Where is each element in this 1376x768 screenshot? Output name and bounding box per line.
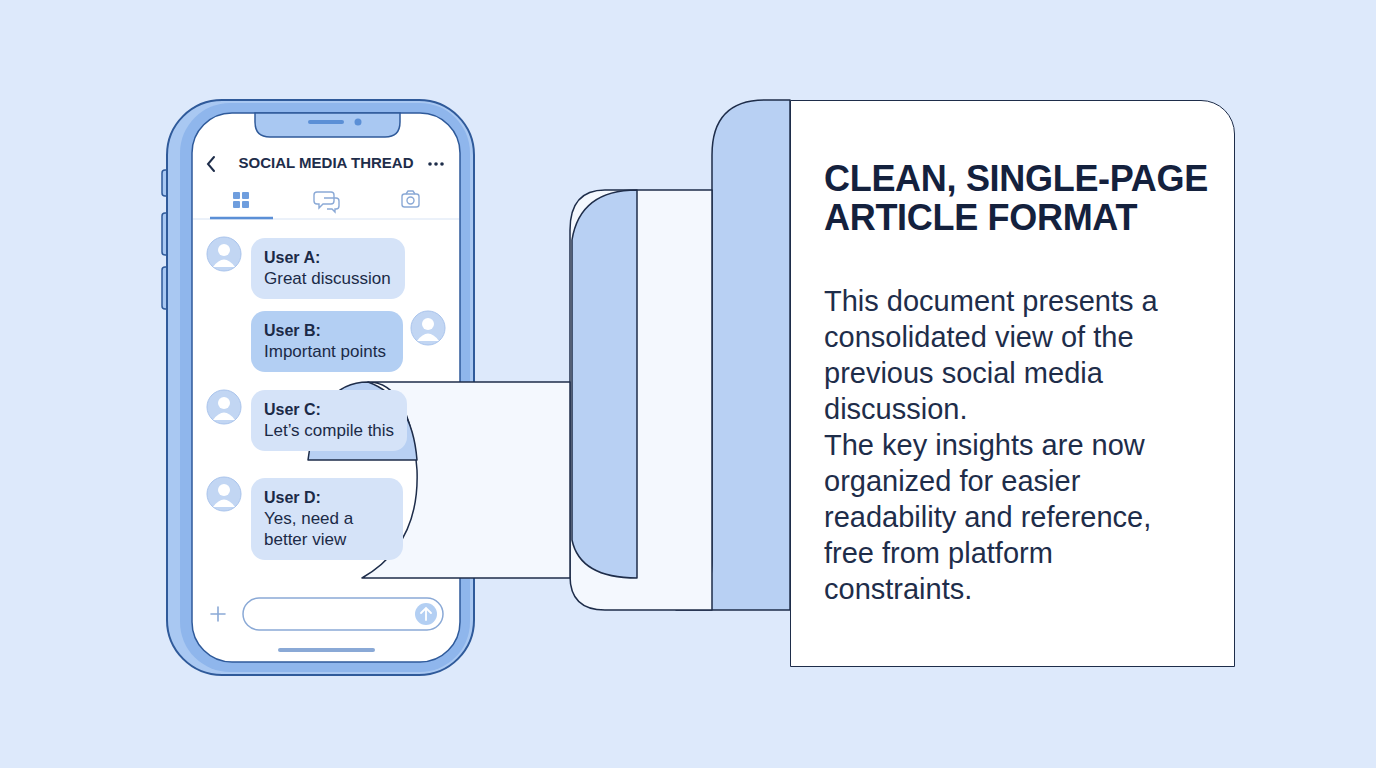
message-text: Yes, need a better view — [264, 508, 390, 550]
phone-frame: SOCIAL MEDIA THREAD User A:Great discussi… — [155, 100, 474, 675]
screen-header: SOCIAL MEDIA THREAD — [238, 154, 413, 172]
user-name: User D: — [264, 488, 390, 508]
user-name: User B: — [264, 321, 390, 341]
user-name: User C: — [264, 400, 394, 420]
article-body: This document presents a consolidated vi… — [824, 283, 1189, 427]
paper-roll — [676, 100, 790, 610]
message-text: Let’s compile this — [264, 420, 394, 441]
chat-bubble: User A:Great discussion — [251, 238, 405, 299]
article-body: The key insights are now organized for e… — [824, 427, 1189, 607]
article-page: CLEAN, SINGLE-PAGE ARTICLE FORMAT This do… — [790, 100, 1235, 667]
avatar-icon — [207, 237, 445, 511]
message-text: Important points — [264, 341, 390, 362]
chat-bubble: User D:Yes, need a better view — [251, 478, 403, 560]
paper-curl — [572, 190, 637, 578]
user-name: User A: — [264, 248, 392, 268]
chat-bubble: User B:Important points — [251, 311, 403, 372]
paper-sheet — [570, 190, 712, 610]
article-title: CLEAN, SINGLE-PAGE ARTICLE FORMAT — [824, 159, 1222, 237]
phone-outline — [155, 100, 474, 675]
chat-bubble: User C:Let’s compile this — [251, 390, 407, 451]
message-text: Great discussion — [264, 268, 392, 289]
